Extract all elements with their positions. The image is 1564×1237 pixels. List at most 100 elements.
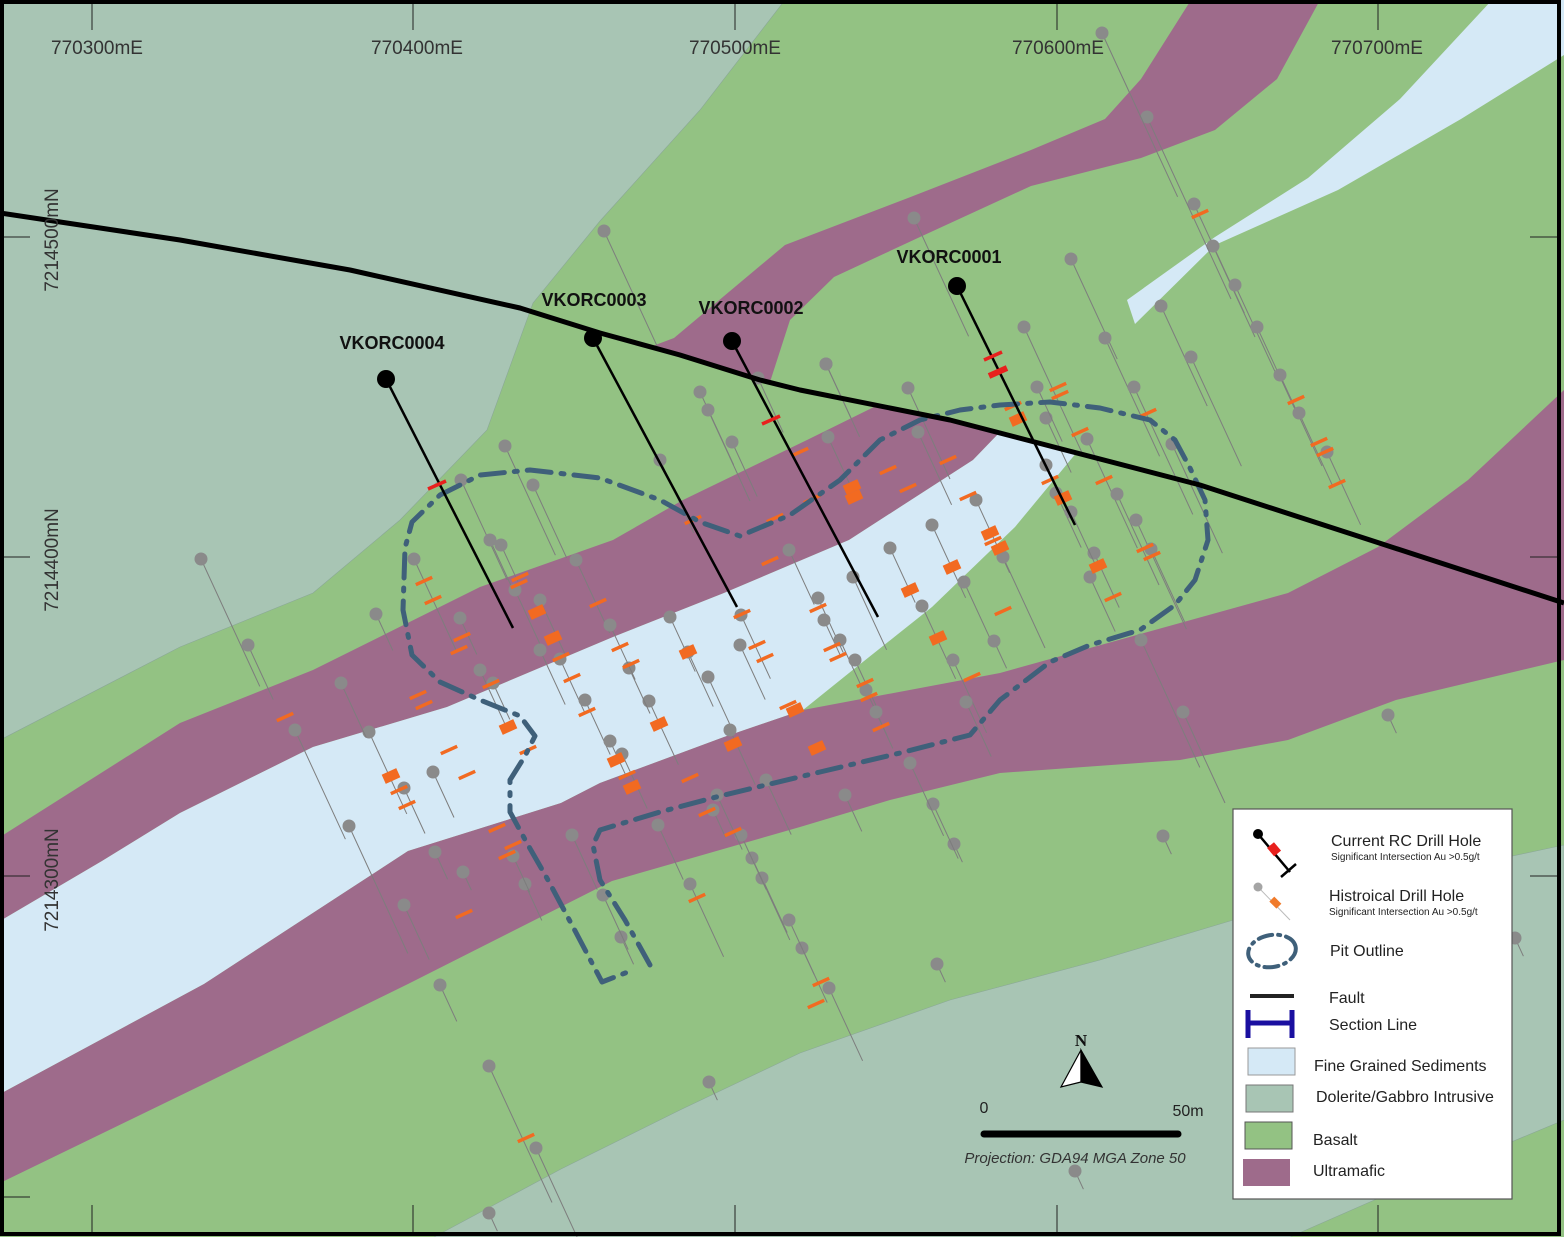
historical-drill-hole[interactable] — [482, 1206, 498, 1232]
historical-drill-hole[interactable] — [1184, 350, 1242, 467]
historical-drill-hole[interactable] — [482, 1059, 553, 1203]
drill-trace — [403, 787, 426, 834]
historical-drill-hole[interactable] — [838, 788, 863, 832]
historical-drill-hole[interactable] — [1129, 513, 1187, 630]
historical-drill-hole[interactable] — [1039, 411, 1072, 473]
historical-drill-hole[interactable] — [987, 634, 1008, 669]
historical-drill-hole[interactable] — [701, 403, 751, 502]
historical-drill-hole[interactable] — [1030, 380, 1063, 442]
significant-intercept — [791, 446, 809, 458]
historical-drill-hole[interactable] — [959, 695, 992, 757]
significant-intercept — [450, 644, 468, 656]
drill-trace — [1089, 576, 1116, 632]
significant-intercept — [733, 608, 751, 620]
historical-drill-hole[interactable] — [533, 643, 566, 705]
historical-drill-hole[interactable] — [407, 552, 457, 651]
historical-drill-hole[interactable] — [947, 837, 963, 863]
historical-drill-hole[interactable] — [819, 357, 852, 419]
historical-drill-hole[interactable] — [911, 425, 953, 506]
historical-drill-hole[interactable] — [701, 670, 734, 732]
historical-drill-hole[interactable] — [428, 845, 449, 880]
historical-drill-hole[interactable] — [926, 797, 959, 859]
historical-drill-hole[interactable] — [565, 828, 598, 890]
historical-drill-hole[interactable] — [369, 607, 394, 651]
historical-drill-hole[interactable] — [663, 610, 696, 672]
historical-drill-hole[interactable] — [433, 978, 458, 1022]
historical-drill-hole[interactable] — [1127, 380, 1194, 515]
historical-drill-hole[interactable] — [821, 430, 854, 492]
historical-drill-hole[interactable] — [1068, 1164, 1084, 1190]
drill-hole-vkorc0002[interactable]: VKORC0002 — [698, 298, 880, 618]
historical-drill-hole[interactable] — [996, 550, 1046, 649]
drill-trace — [1002, 556, 1046, 649]
historical-drill-hole[interactable] — [241, 638, 274, 700]
collar-icon — [821, 430, 835, 444]
historical-drill-hole[interactable] — [1381, 708, 1397, 734]
historical-drill-hole[interactable] — [334, 676, 367, 738]
historical-drill-hole[interactable] — [456, 865, 472, 891]
historical-drill-hole[interactable] — [597, 224, 660, 350]
historical-drill-hole[interactable] — [817, 613, 842, 657]
historical-drill-hole[interactable] — [569, 553, 611, 634]
historical-drill-hole[interactable] — [907, 211, 970, 337]
collar-icon — [454, 473, 468, 487]
collar-icon — [901, 381, 915, 395]
historical-drill-hole[interactable] — [426, 765, 455, 818]
collar-icon — [1068, 1164, 1082, 1178]
drill-trace — [788, 549, 815, 605]
historical-drill-hole[interactable] — [453, 611, 478, 655]
historical-drill-hole[interactable] — [529, 1141, 583, 1237]
historical-drill-hole[interactable] — [194, 552, 261, 687]
historical-drill-hole[interactable] — [518, 877, 543, 921]
historical-drill-hole[interactable] — [342, 819, 409, 954]
historical-drill-hole[interactable] — [1134, 633, 1201, 768]
historical-drill-hole[interactable] — [1098, 331, 1161, 457]
historical-drill-hole[interactable] — [651, 818, 684, 880]
historical-drill-hole[interactable] — [483, 533, 512, 586]
historical-drill-hole[interactable] — [957, 575, 994, 646]
drill-hole-vkorc0001[interactable]: VKORC0001 — [896, 247, 1077, 526]
historical-drill-hole[interactable] — [1095, 26, 1179, 198]
drill-trace — [823, 619, 842, 657]
collar-icon — [996, 550, 1010, 564]
historical-drill-hole[interactable] — [759, 773, 792, 835]
drill-hole-vkorc0004[interactable]: VKORC0004 — [339, 333, 515, 629]
legend: Current RC Drill Hole Significant Inters… — [1232, 808, 1513, 1200]
historical-drill-hole[interactable] — [397, 898, 430, 960]
historical-drill-hole[interactable] — [494, 538, 519, 582]
significant-intercept — [504, 839, 522, 851]
historical-drill-hole[interactable] — [1273, 368, 1323, 467]
historical-drill-hole[interactable] — [755, 871, 788, 933]
historical-drill-hole[interactable] — [526, 478, 568, 559]
drill-hole-vkorc0003[interactable]: VKORC0003 — [541, 290, 739, 608]
historical-drill-hole[interactable] — [498, 439, 556, 556]
historical-drill-hole[interactable] — [454, 473, 508, 581]
historical-drill-hole[interactable] — [822, 981, 864, 1062]
historical-drill-hole[interactable] — [683, 877, 725, 958]
historical-drill-hole[interactable] — [1176, 705, 1226, 804]
historical-drill-hole[interactable] — [603, 618, 636, 680]
historical-drill-hole[interactable] — [1140, 110, 1232, 300]
historical-drill-hole[interactable] — [1110, 487, 1160, 586]
historical-drill-hole[interactable] — [1083, 570, 1116, 632]
historical-drill-hole[interactable] — [1292, 406, 1334, 487]
historical-drill-hole[interactable] — [930, 957, 946, 983]
drill-trace — [739, 644, 766, 700]
significant-intercept — [807, 998, 825, 1010]
significant-intercept — [1328, 478, 1346, 490]
historical-drill-hole[interactable] — [782, 913, 815, 975]
collar-icon — [948, 277, 966, 295]
historical-drill-hole[interactable] — [1206, 239, 1256, 338]
historical-drill-hole[interactable] — [725, 435, 758, 497]
historical-drill-hole[interactable] — [288, 723, 346, 840]
historical-drill-hole[interactable] — [473, 663, 506, 725]
historical-drill-hole[interactable] — [733, 638, 766, 700]
historical-drill-hole[interactable] — [1156, 829, 1172, 855]
historical-drill-hole[interactable] — [903, 756, 945, 837]
historical-drill-hole[interactable] — [782, 543, 815, 605]
drill-trace — [875, 711, 894, 749]
historical-drill-hole[interactable] — [869, 705, 894, 749]
drill-trace — [740, 834, 767, 890]
historical-drill-hole[interactable] — [702, 1075, 718, 1101]
historical-drill-hole[interactable] — [1154, 299, 1208, 407]
